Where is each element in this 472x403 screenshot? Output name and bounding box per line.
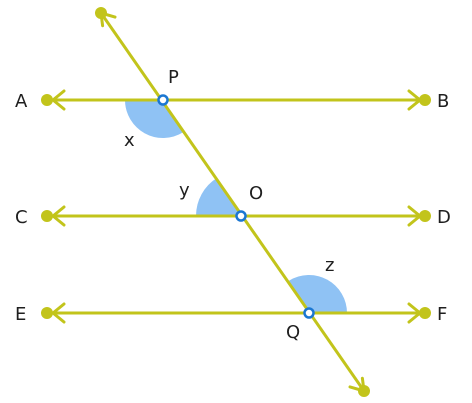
label-d: D <box>437 207 451 228</box>
label-b: B <box>437 91 449 112</box>
label-a: A <box>15 91 28 112</box>
label-angle-x: x <box>124 130 135 151</box>
endpoint-dot-f <box>419 307 431 319</box>
endpoint-dot-transversal-bottom <box>358 385 370 397</box>
transversal-line <box>99 12 366 392</box>
point-q <box>303 307 315 319</box>
endpoint-dot-e <box>41 307 53 319</box>
label-angle-y: y <box>179 180 190 201</box>
label-q: Q <box>286 322 300 343</box>
label-c: C <box>15 207 28 228</box>
endpoint-dot-transversal-top <box>95 7 107 19</box>
angle-y-sector <box>196 177 241 216</box>
point-o <box>235 210 247 222</box>
label-e: E <box>15 304 26 325</box>
endpoint-dot-a <box>41 94 53 106</box>
label-angle-z: z <box>325 255 334 276</box>
endpoint-dot-b <box>419 94 431 106</box>
endpoint-dot-c <box>41 210 53 222</box>
point-p <box>157 94 169 106</box>
endpoint-dot-d <box>419 210 431 222</box>
label-f: F <box>437 304 447 325</box>
label-o: O <box>249 183 263 204</box>
label-p: P <box>168 67 179 88</box>
